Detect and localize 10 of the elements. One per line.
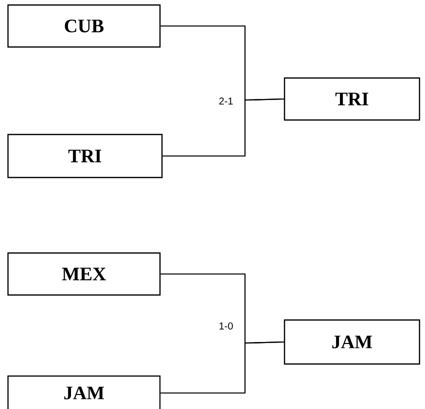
team-box: JAM xyxy=(284,319,420,365)
team-box: MEX xyxy=(7,252,161,296)
score-label: 2-1 xyxy=(219,98,233,104)
score-label: 1-0 xyxy=(220,322,233,330)
bracket-line xyxy=(160,341,284,394)
team-box: TRI xyxy=(7,134,163,178)
team-box: TRI xyxy=(284,77,420,121)
bracket-line xyxy=(162,98,284,157)
team-box: JAM xyxy=(7,375,161,409)
team-box: CUB xyxy=(7,4,161,48)
